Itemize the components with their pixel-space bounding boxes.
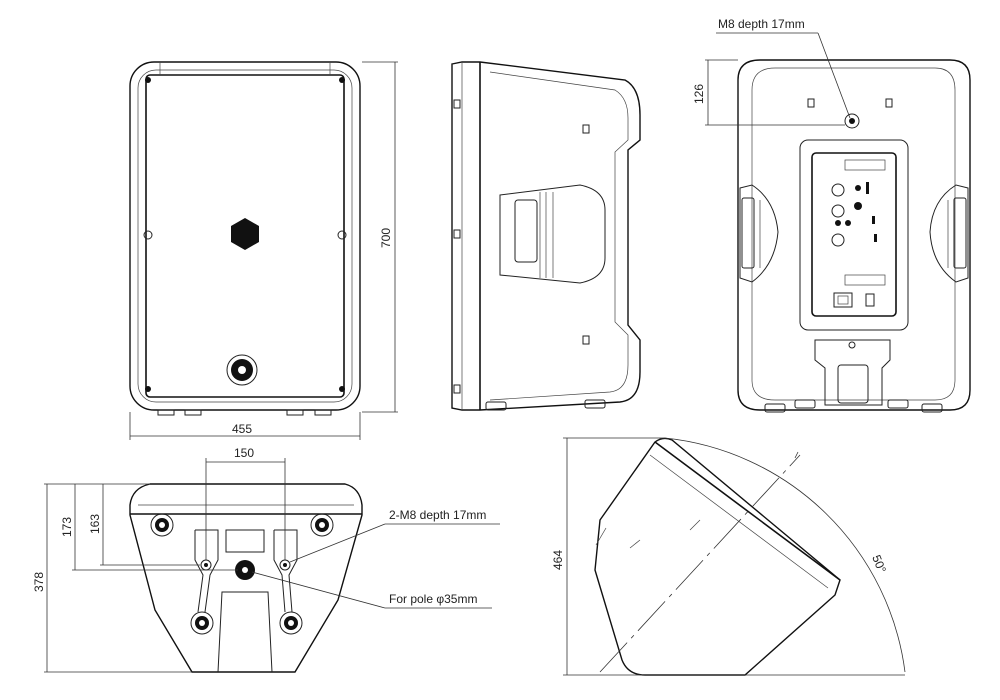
foot-icon xyxy=(279,611,303,635)
screw-icon xyxy=(143,230,153,240)
bottom-total-depth-label: 378 xyxy=(32,572,46,592)
rear-mount-point-icon xyxy=(844,113,860,129)
rear-view: 126 M8 depth 17mm xyxy=(692,17,971,413)
bottom-depth-outer-label: 173 xyxy=(60,517,74,537)
pole-socket-callout: For pole φ35mm xyxy=(389,592,477,606)
screw-icon xyxy=(339,386,345,392)
foot-icon xyxy=(310,513,334,537)
input-jack-icon xyxy=(831,233,845,247)
screw-icon xyxy=(145,386,151,392)
width-dimension-label: 455 xyxy=(232,422,252,436)
control-knobs-icon xyxy=(844,274,886,286)
logo-emblem-icon xyxy=(231,218,259,250)
bottom-depth-inner-label: 163 xyxy=(88,514,102,534)
foot-icon xyxy=(150,513,174,537)
power-switch-icon xyxy=(865,293,875,307)
foot-icon xyxy=(190,611,214,635)
screw-icon xyxy=(145,77,151,83)
screw-icon xyxy=(339,77,345,83)
power-inlet-icon xyxy=(833,292,853,308)
bottom-mounts-callout: 2-M8 depth 17mm xyxy=(389,508,486,522)
bottom-view: 150 173 163 378 2-M8 depth 17mm For pole… xyxy=(32,446,500,673)
bass-port-icon xyxy=(226,354,258,386)
front-view: 455 700 xyxy=(129,61,398,440)
left-handle xyxy=(739,184,779,283)
monitor-angle-label: 50° xyxy=(869,553,889,575)
monitor-height-label: 464 xyxy=(551,550,565,570)
input-jack-icon xyxy=(831,204,845,218)
height-dimension-label: 700 xyxy=(379,228,393,248)
control-knobs-icon xyxy=(844,159,886,171)
rear-mount-callout: M8 depth 17mm xyxy=(718,17,805,31)
right-handle xyxy=(929,184,969,283)
screw-icon xyxy=(337,230,347,240)
monitor-view: 50° 464 xyxy=(551,437,906,676)
mount-spacing-dimension-label: 150 xyxy=(234,446,254,460)
input-jack-icon xyxy=(831,183,845,197)
mount-offset-dimension-label: 126 xyxy=(692,84,706,104)
side-view xyxy=(451,61,641,411)
